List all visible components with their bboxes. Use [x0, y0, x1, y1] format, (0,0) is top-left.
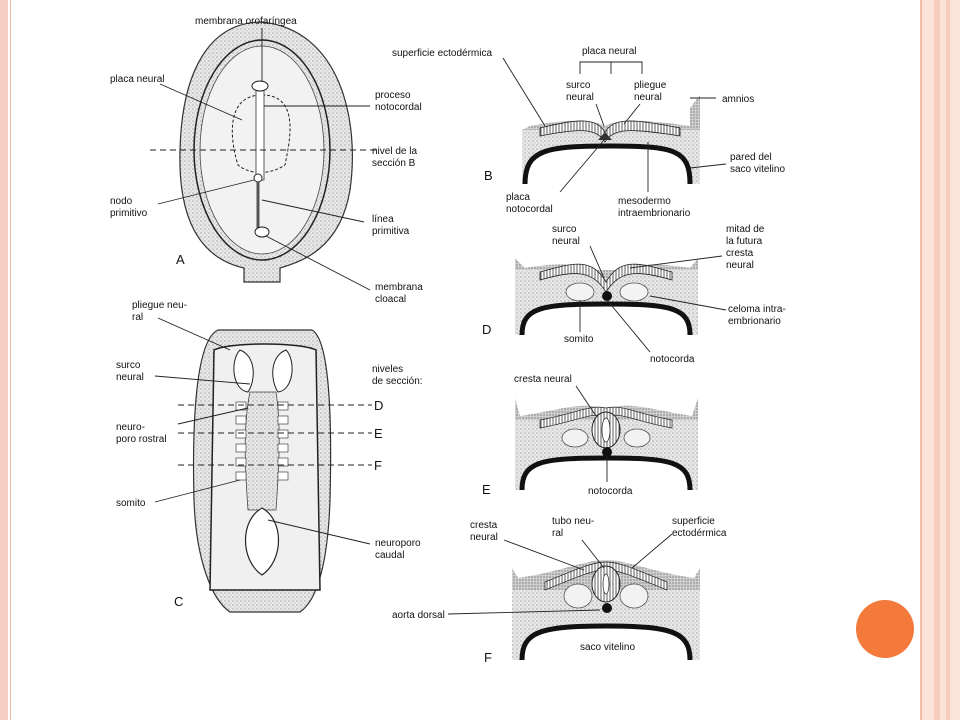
panel-letter-f: F: [484, 650, 492, 665]
label-superficie-ectodermica-f: ectodérmica: [672, 528, 727, 539]
label-placa-neural-a: placa neural: [110, 74, 164, 85]
section-level-e: E: [374, 426, 383, 441]
label-neuroporo-caudal: caudal: [375, 550, 404, 561]
panel-letter-c: C: [174, 594, 183, 609]
panel-f: cresta neural tubo neu- ral superficie e…: [392, 516, 727, 665]
label-membrana-cloacal: membrana: [375, 282, 423, 293]
label-mitad-cresta-neural: neural: [726, 260, 754, 271]
label-placa-notocordal: placa: [506, 192, 530, 203]
label-linea-primitiva: primitiva: [372, 226, 410, 237]
label-superficie-ectodermica-f: superficie: [672, 516, 715, 527]
slide-left-border-line: [10, 0, 11, 720]
section-level-f: F: [374, 458, 382, 473]
slide-right-border-stripe: [934, 0, 940, 720]
label-somito-c: somito: [116, 498, 146, 509]
panel-letter-e: E: [482, 482, 491, 497]
label-cresta-neural-e: cresta neural: [514, 374, 572, 385]
label-proceso-notocordal: proceso: [375, 90, 411, 101]
panel-b: superficie ectodérmica placa neural surc…: [392, 46, 785, 219]
label-celoma-intraembrionario: celoma intra-: [728, 304, 786, 315]
panel-a: membrana orofaríngea placa neural proces…: [110, 16, 423, 305]
label-mitad-cresta-neural: mitad de: [726, 224, 765, 235]
label-mitad-cresta-neural: la futura: [726, 236, 763, 247]
panel-d: surco neural mitad de la futura cresta n…: [482, 224, 786, 365]
label-surco-neural-c: surco: [116, 360, 141, 371]
slide-right-border: [920, 0, 960, 720]
label-nodo-primitivo: nodo: [110, 196, 133, 207]
label-notocorda-e: notocorda: [588, 486, 633, 497]
label-pared-saco-vitelino: saco vitelino: [730, 164, 785, 175]
label-surco-neural-b: surco: [566, 80, 591, 91]
label-mesodermo-intraembrionario: mesodermo: [618, 196, 671, 207]
decorative-circle: [856, 600, 914, 658]
label-mesodermo-intraembrionario: intraembrionario: [618, 208, 691, 219]
label-niveles-seccion: niveles: [372, 364, 403, 375]
slide-left-border: [0, 0, 8, 720]
label-neuroporo-rostral: poro rostral: [116, 434, 167, 445]
label-placa-notocordal: notocordal: [506, 204, 553, 215]
section-level-d: D: [374, 398, 383, 413]
label-neuroporo-rostral: neuro-: [116, 422, 145, 433]
label-nodo-primitivo: primitivo: [110, 208, 148, 219]
label-linea-primitiva: línea: [372, 214, 394, 225]
label-tubo-neural: tubo neu-: [552, 516, 594, 527]
label-tubo-neural: ral: [552, 528, 563, 539]
label-somito-d: somito: [564, 334, 594, 345]
label-placa-neural-b: placa neural: [582, 46, 636, 57]
label-cresta-neural-f: neural: [470, 532, 498, 543]
label-superficie-ectodermica-b: superficie ectodérmica: [392, 48, 492, 59]
label-proceso-notocordal: notocordal: [375, 102, 422, 113]
label-cresta-neural-f: cresta: [470, 520, 498, 531]
panel-e: cresta neural notocorda E: [482, 374, 698, 497]
label-surco-neural-d: neural: [552, 236, 580, 247]
label-aorta-dorsal: aorta dorsal: [392, 610, 445, 621]
label-nivel-seccion-b: nivel de la: [372, 146, 417, 157]
panel-letter-d: D: [482, 322, 491, 337]
label-membrana-cloacal: cloacal: [375, 294, 406, 305]
label-pliegue-neural-c: pliegue neu-: [132, 300, 187, 311]
label-notocorda-d: notocorda: [650, 354, 695, 365]
label-niveles-seccion: de sección:: [372, 376, 423, 387]
label-mitad-cresta-neural: cresta: [726, 248, 754, 259]
label-pared-saco-vitelino: pared del: [730, 152, 772, 163]
slide-right-border-stripe: [946, 0, 950, 720]
label-nivel-seccion-b: sección B: [372, 158, 416, 169]
label-amnios: amnios: [722, 94, 754, 105]
panel-c: pliegue neu- ral surco neural neuro- por…: [116, 300, 423, 613]
slide-right-border-line: [920, 0, 922, 720]
label-neuroporo-caudal: neuroporo: [375, 538, 421, 549]
label-pliegue-neural-b: pliegue: [634, 80, 667, 91]
label-celoma-intraembrionario: embrionario: [728, 316, 781, 327]
panel-letter-b: B: [484, 168, 493, 183]
label-surco-neural-d: surco: [552, 224, 577, 235]
label-pliegue-neural-b: neural: [634, 92, 662, 103]
panel-letter-a: A: [176, 252, 185, 267]
label-pliegue-neural-c: ral: [132, 312, 143, 323]
label-surco-neural-c: neural: [116, 372, 144, 383]
label-membrana-orofaringea: membrana orofaríngea: [195, 16, 297, 27]
label-surco-neural-b: neural: [566, 92, 594, 103]
label-saco-vitelino: saco vitelino: [580, 642, 635, 653]
